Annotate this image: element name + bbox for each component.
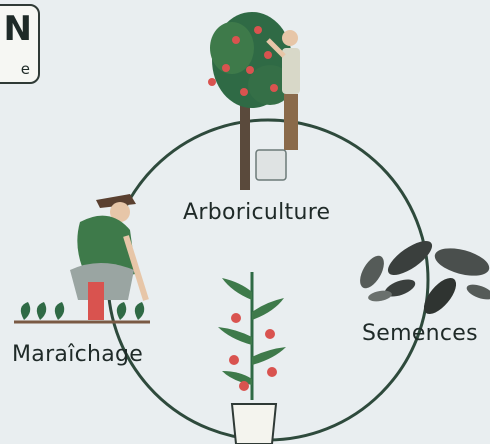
gardener-picking-icon: [255, 30, 300, 181]
tree-icon: [208, 12, 292, 190]
badge-small-text: e: [20, 60, 30, 78]
label-arboriculture: Arboriculture: [183, 200, 331, 225]
logo-badge: N e: [0, 4, 40, 84]
seedlings-icon: [14, 302, 150, 324]
label-maraichage: Maraîchage: [12, 342, 144, 367]
farmer-icon: [70, 194, 149, 320]
badge-big-text: N: [3, 9, 32, 49]
seeds-icon: [360, 240, 490, 315]
label-semences: Semences: [362, 321, 478, 346]
tomato-plant-icon: [218, 272, 286, 400]
pot-icon: [230, 403, 278, 444]
